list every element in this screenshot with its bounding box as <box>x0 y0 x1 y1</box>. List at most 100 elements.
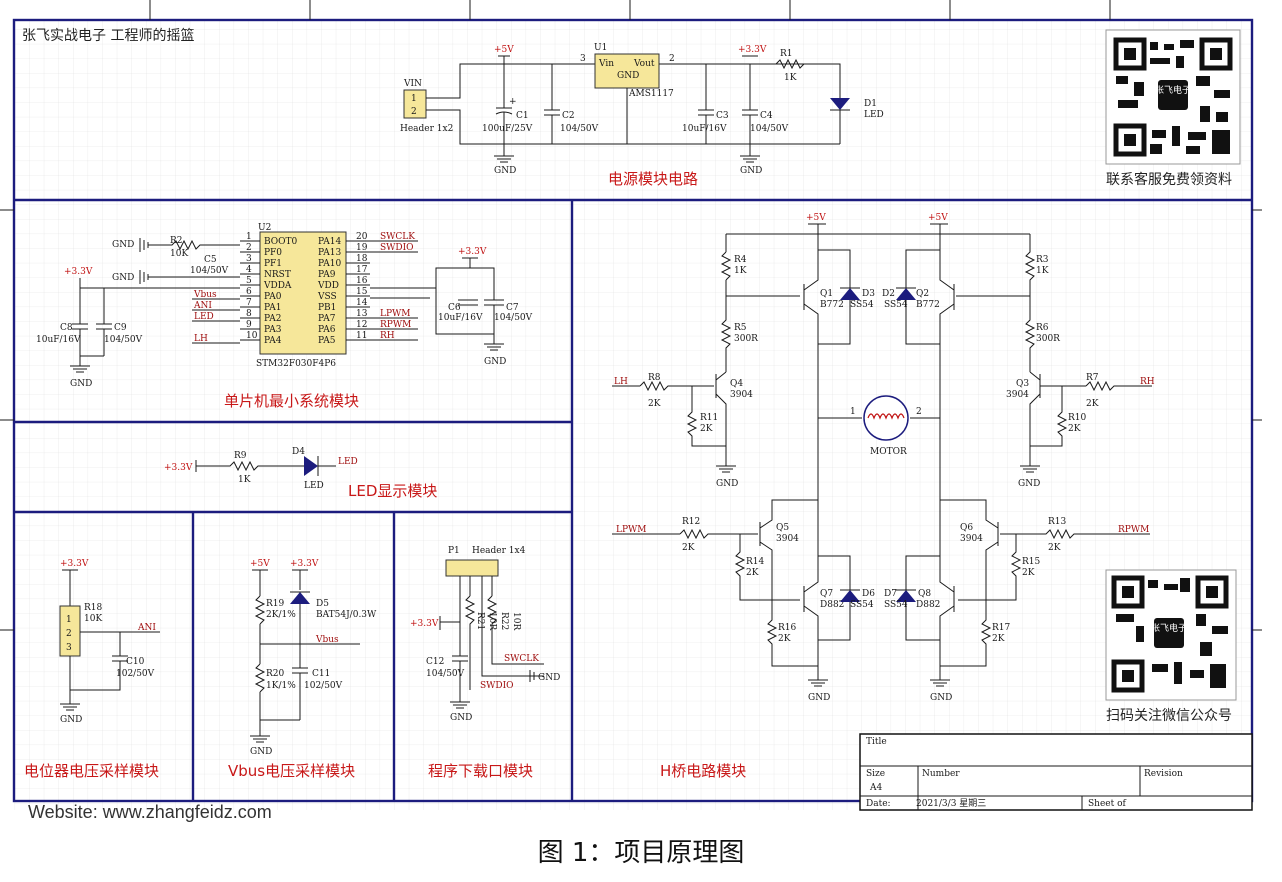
qr-top-label: 联系客服免费领资料 <box>1106 171 1232 188</box>
r15-value: 2K <box>1022 568 1035 578</box>
tb-sheet: Sheet of <box>1088 799 1127 809</box>
q2-value: B772 <box>916 300 940 310</box>
mcu-left-pin-name: PA3 <box>264 325 282 335</box>
mcu-right-pin-num: 17 <box>356 265 368 275</box>
mcu-left-pin-name: PA4 <box>264 336 282 346</box>
mcu-left-net: ANI <box>193 301 212 311</box>
r21-ref: R21 <box>475 612 485 630</box>
p1-ref: P1 <box>448 546 460 556</box>
mcu-plus3v3-right: +3.3V <box>458 247 487 257</box>
r1-ref: R1 <box>780 49 793 59</box>
module-frames <box>0 0 1262 803</box>
r12-ref: R12 <box>682 517 700 527</box>
hb-gnd-2: GND <box>1018 479 1040 489</box>
r20-ref: R20 <box>266 669 285 679</box>
vbus-net: Vbus <box>315 635 339 645</box>
r10-ref: R10 <box>1068 413 1087 423</box>
tb-date: Date: <box>866 799 891 809</box>
r11-ref: R11 <box>700 413 718 423</box>
figure-caption: 图 1：项目原理图 <box>537 838 745 868</box>
mcu-right-pin-name: PA6 <box>318 325 336 335</box>
r17-value: 2K <box>992 634 1005 644</box>
mcu-left-pin-num: 7 <box>246 298 252 308</box>
r9-value: 1K <box>238 475 251 485</box>
q1-ref: Q1 <box>820 289 833 299</box>
r2-value: 10K <box>170 249 188 259</box>
header-1x2-connector <box>403 89 427 119</box>
r8-value: 2K <box>648 399 661 409</box>
r16-ref: R16 <box>778 623 797 633</box>
d2-ref: D2 <box>882 289 895 299</box>
c3-ref: C3 <box>716 111 729 121</box>
hb-lpwm-net: LPWM <box>616 525 647 535</box>
mcu-right-pin-name: PA9 <box>318 270 336 280</box>
q5-ref: Q5 <box>776 523 789 533</box>
d4-value: LED <box>304 481 324 491</box>
q7-value: D882 <box>820 600 844 610</box>
mcu-right-pin-num: 11 <box>356 331 367 341</box>
d4-led-symbol <box>304 456 318 476</box>
tb-title: Title <box>866 737 887 747</box>
q6-ref: Q6 <box>960 523 973 533</box>
mcu-right-pin-num: 13 <box>356 309 368 319</box>
mcu-right-pin-num: 20 <box>356 232 368 242</box>
r13-ref: R13 <box>1048 517 1067 527</box>
led-module-title: LED显示模块 <box>348 482 437 500</box>
r11-value: 2K <box>700 424 713 434</box>
website-text: Website: www.zhangfeidz.com <box>28 802 272 822</box>
c4-ref: C4 <box>760 111 773 121</box>
q4-ref: Q4 <box>730 379 743 389</box>
hb-rpwm-net: RPWM <box>1118 525 1149 535</box>
mcu-right-pin-name: PA5 <box>318 336 336 346</box>
hb-gnd-1: GND <box>716 479 738 489</box>
d5-value: BAT54J/0.3W <box>316 610 377 620</box>
vbus-plus5v: +5V <box>250 559 270 569</box>
tb-date-value: 2021/3/3 星期三 <box>916 798 986 809</box>
r15-ref: R15 <box>1022 557 1041 567</box>
mcu-left-pin-name: PF0 <box>264 248 282 258</box>
q3-value: 3904 <box>1006 390 1029 400</box>
c4-value: 104/50V <box>750 124 789 134</box>
u1-part: AMS1117 <box>628 89 674 99</box>
led-net: LED <box>338 457 358 467</box>
u1-ref: U1 <box>594 43 607 53</box>
r3-value: 1K <box>1036 266 1049 276</box>
r9-ref: R9 <box>234 451 247 461</box>
d1-value: LED <box>864 110 884 120</box>
c11-ref: C11 <box>312 669 330 679</box>
u2-part: STM32F030F4P6 <box>256 359 336 369</box>
q7-ref: Q7 <box>820 589 833 599</box>
p1-header-label: Header 1x4 <box>472 546 526 556</box>
u1-vout-pin: Vout <box>633 59 655 69</box>
r17-ref: R17 <box>992 623 1011 633</box>
q8-value: D882 <box>916 600 940 610</box>
mcu-left-pin-num: 6 <box>246 287 252 297</box>
header-title: 张飞实战电子 工程师的摇篮 <box>22 28 194 44</box>
prog-gnd: GND <box>450 713 472 723</box>
vbus-module-title: Vbus电压采样模块 <box>228 762 355 780</box>
vbus-gnd: GND <box>250 747 272 757</box>
pot-module: +3.3V 1 2 3 R18 10K ANI C10 102/50V GND … <box>24 559 160 780</box>
r18-ref: R18 <box>84 603 103 613</box>
mcu-right-pin-name: PA14 <box>318 237 341 247</box>
d7-diode-symbol <box>896 590 916 602</box>
mcu-right-pin-name: VDD <box>317 281 339 291</box>
d3-value: SS54 <box>850 300 874 310</box>
c7-value: 104/50V <box>494 313 533 323</box>
c3-value: 10uF/16V <box>682 124 727 134</box>
prog-module-title: 程序下载口模块 <box>428 762 533 780</box>
vbus-plus3v3: +3.3V <box>290 559 319 569</box>
hb-plus5v-left: +5V <box>806 213 826 223</box>
q4-value: 3904 <box>730 390 753 400</box>
d5-ref: D5 <box>316 599 329 609</box>
prog-swdio-net: SWDIO <box>480 681 514 691</box>
q5-value: 3904 <box>776 534 799 544</box>
r19-ref: R19 <box>266 599 285 609</box>
pot-plus3v3: +3.3V <box>60 559 89 569</box>
mcu-left-pin-name: PA0 <box>264 292 282 302</box>
prog-module: P1 Header 1x4 +3.3V R21 10R R22 10R SWCL… <box>410 546 560 780</box>
mcu-left-net: LED <box>194 312 214 322</box>
